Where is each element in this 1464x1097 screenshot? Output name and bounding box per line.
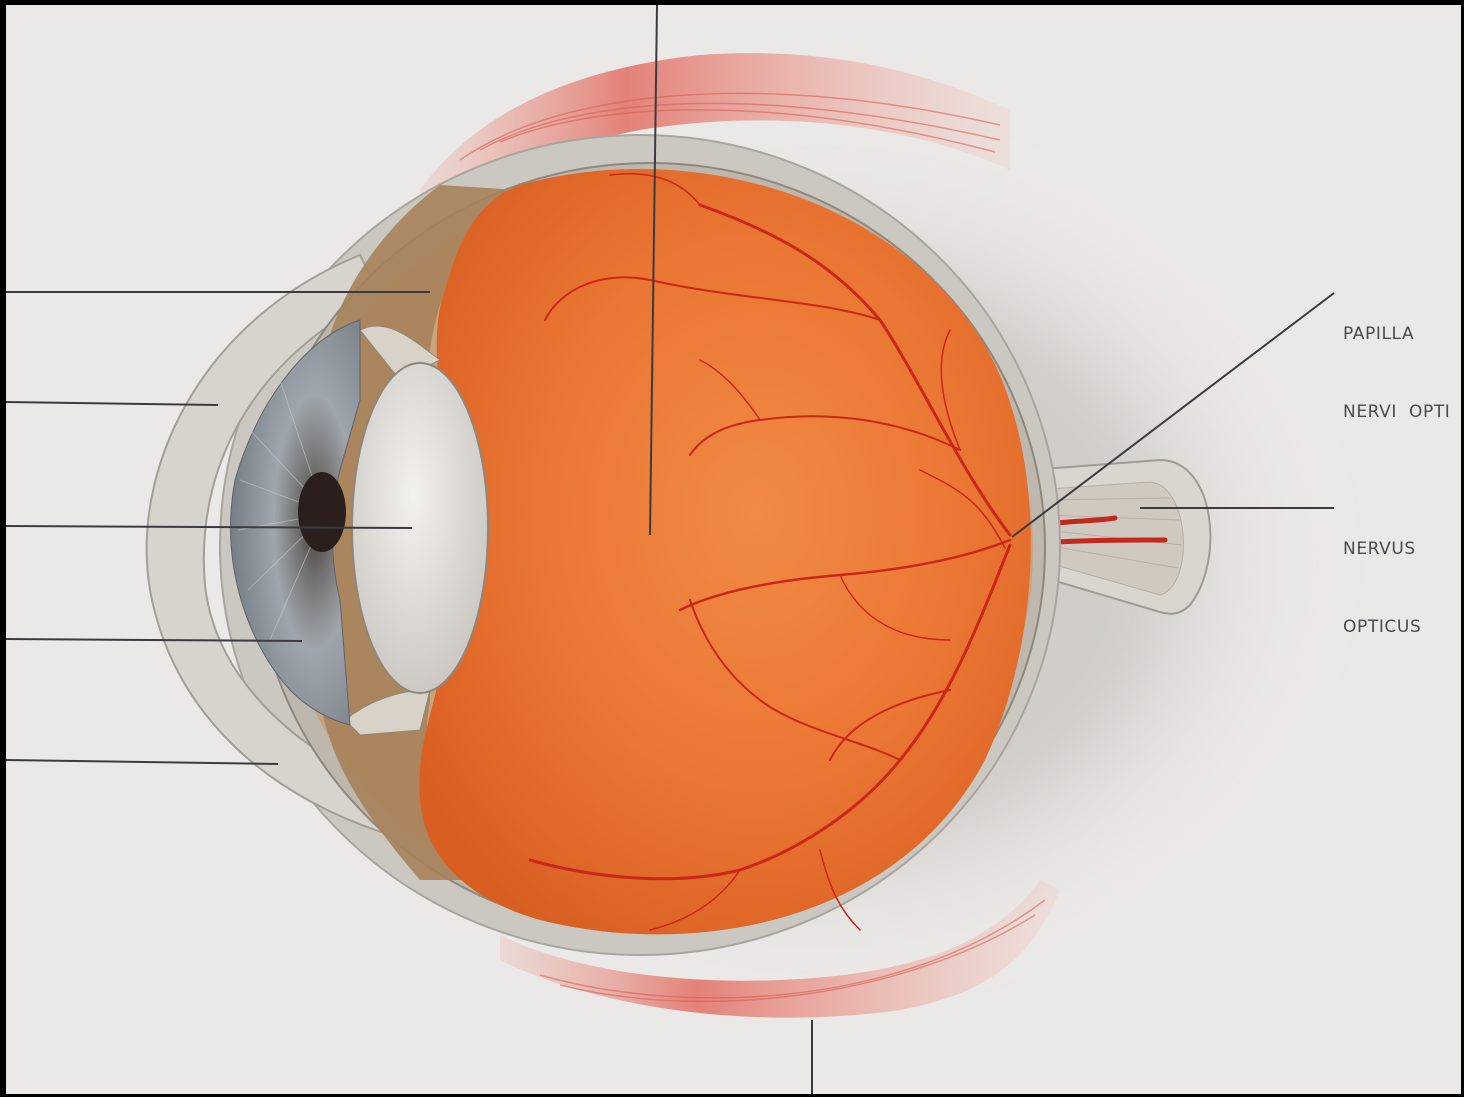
label-papilla-line2: NERVI OPTI [1343,399,1450,425]
diagram-frame: PAPILLA NERVI OPTI NERVUS OPTICUS [6,5,1461,1094]
label-nervus-line2: OPTICUS [1343,614,1421,640]
label-nervus-opticus: NERVUS OPTICUS [1343,484,1421,666]
label-papilla-nervi-optici: PAPILLA NERVI OPTI [1343,269,1450,451]
leader-line-sclera [6,760,278,764]
eyeball-cross-section-illustration [6,5,1461,1094]
pupil [298,472,346,552]
label-nervus-line1: NERVUS [1343,536,1421,562]
label-papilla-line1: PAPILLA [1343,321,1450,347]
